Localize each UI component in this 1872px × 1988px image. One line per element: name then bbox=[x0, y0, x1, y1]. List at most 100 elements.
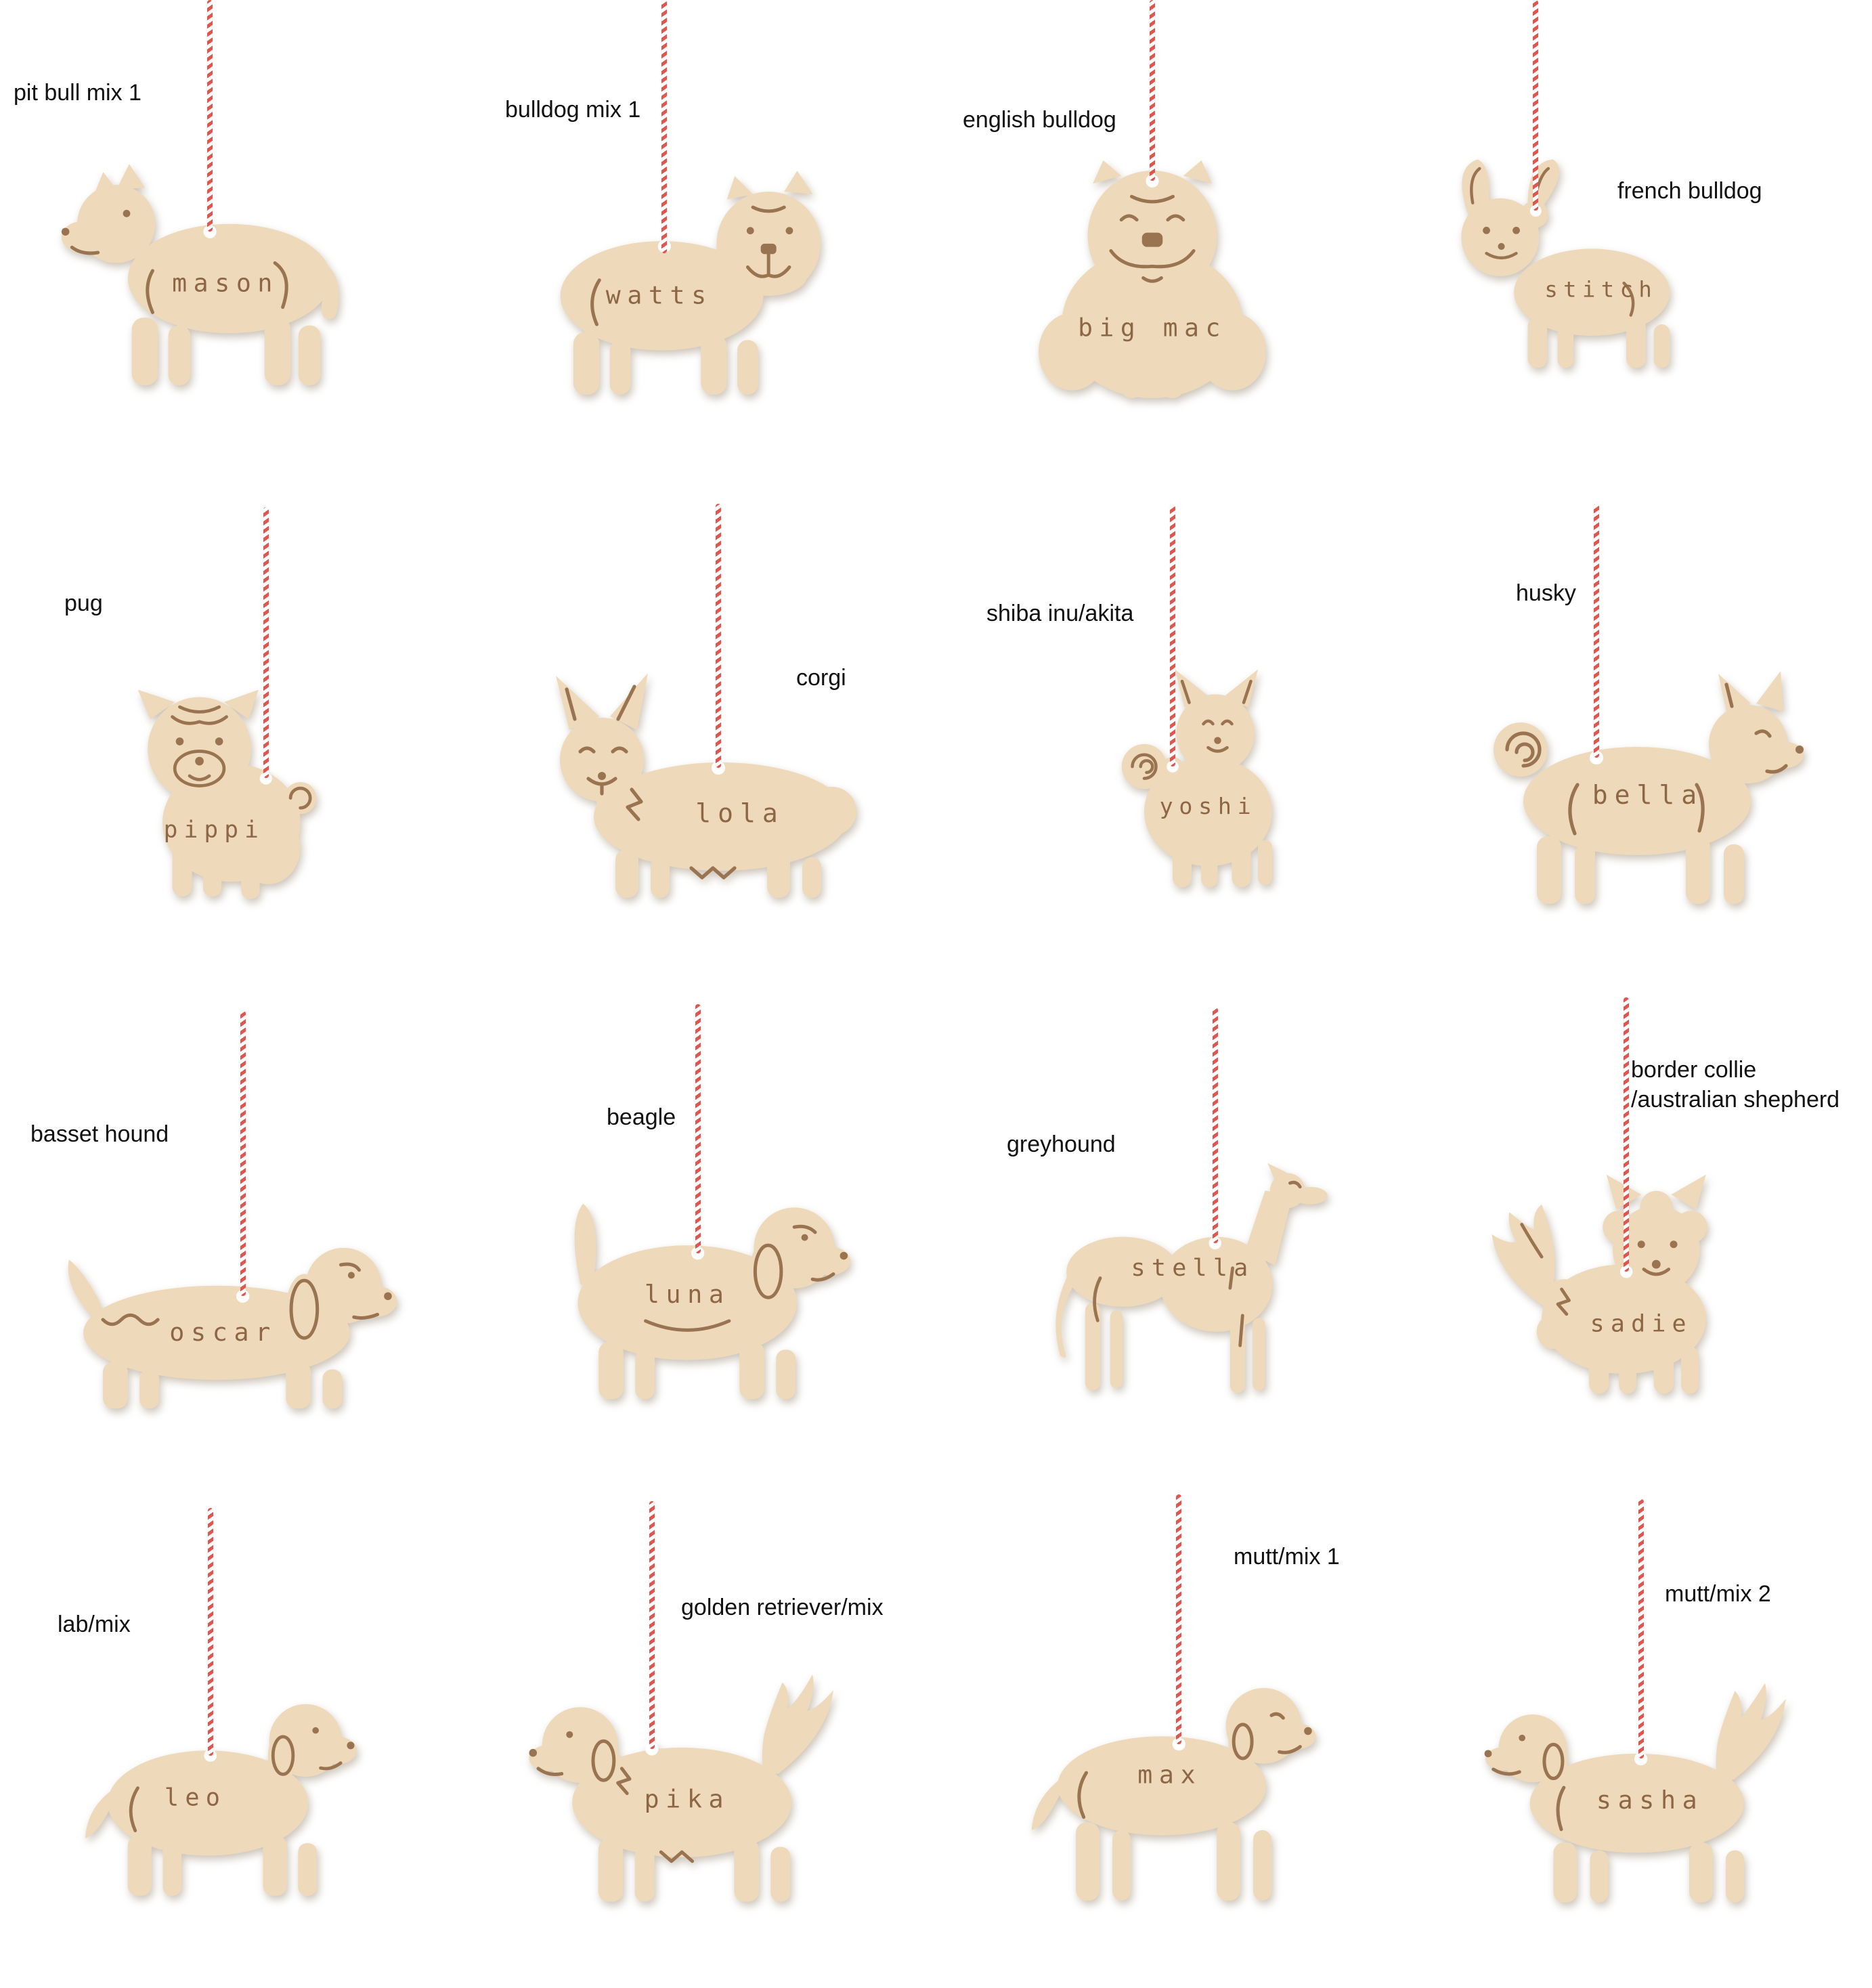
breed-label: greyhound bbox=[1007, 1131, 1116, 1157]
engraving-lines bbox=[1077, 1712, 1312, 1819]
engraved-dog-name: big mac bbox=[1078, 313, 1227, 342]
engraving-lines bbox=[1484, 1734, 1566, 1832]
ornament-basset-hound: basset hound oscar bbox=[0, 994, 468, 1491]
wood-cutout bbox=[556, 673, 856, 898]
english-bulldog-dog-icon: big mac bbox=[1039, 160, 1266, 399]
wood-cutout bbox=[1031, 1687, 1316, 1901]
husky-dog-icon: bella bbox=[1494, 671, 1804, 904]
twine-string bbox=[208, 1508, 213, 1756]
ornament-greyhound: greyhound stella bbox=[936, 994, 1403, 1491]
engraved-dog-name: luna bbox=[645, 1280, 731, 1309]
shiba-inu-dog-icon: yoshi bbox=[1121, 669, 1272, 888]
twine-string bbox=[716, 504, 721, 768]
wood-cutout bbox=[1494, 671, 1804, 904]
engraved-dog-name: leo bbox=[165, 1784, 226, 1812]
breed-label: golden retriever/mix bbox=[681, 1595, 884, 1620]
engraved-dog-name: stella bbox=[1131, 1254, 1255, 1282]
engraving-lines bbox=[644, 1224, 848, 1332]
breed-label: shiba inu/akita bbox=[986, 601, 1134, 626]
twine-string bbox=[1624, 997, 1629, 1272]
engraving-lines bbox=[1131, 679, 1253, 780]
mutt-dog-icon: max bbox=[1031, 1687, 1316, 1901]
engraved-dog-name: pippi bbox=[164, 817, 265, 844]
engraved-dog-name: sasha bbox=[1596, 1786, 1703, 1815]
breed-label: french bulldog bbox=[1617, 178, 1762, 204]
engraving-lines bbox=[565, 685, 737, 880]
ornament-golden-retriever-mix: golden retriever/mix pika bbox=[468, 1491, 936, 1988]
engraving-lines bbox=[590, 205, 793, 326]
wood-cutout bbox=[61, 164, 339, 386]
ornament-pug: pug pippi bbox=[0, 497, 468, 994]
ornament-lab-mix: lab/mix leo bbox=[0, 1491, 468, 1988]
engraved-dog-name: max bbox=[1137, 1760, 1202, 1790]
twine-string bbox=[1213, 1008, 1218, 1243]
wood-cutout bbox=[68, 1247, 397, 1409]
twine-string bbox=[1150, 0, 1155, 181]
wood-cutout bbox=[1121, 669, 1272, 888]
twine-string bbox=[207, 0, 213, 232]
twine-string bbox=[1533, 0, 1538, 211]
breed-label: pit bull mix 1 bbox=[14, 80, 142, 106]
engraved-dog-name: lola bbox=[695, 798, 785, 828]
ornament-mutt-mix-1: mutt/mix 1 max bbox=[936, 1491, 1403, 1988]
bulldog-dog-icon: watts bbox=[560, 171, 821, 395]
greyhound-dog-icon: stella bbox=[1055, 1163, 1328, 1393]
breed-label: lab/mix bbox=[58, 1612, 131, 1637]
ornament-bulldog-mix-1: bulldog mix 1 watts bbox=[468, 0, 936, 497]
engraving-lines bbox=[529, 1731, 695, 1863]
engraving-lines bbox=[1093, 1180, 1302, 1347]
breed-label: mutt/mix 1 bbox=[1234, 1544, 1340, 1570]
ornament-shiba-inu-akita: shiba inu/akita yoshi bbox=[936, 497, 1403, 994]
engraved-dog-name: watts bbox=[606, 280, 713, 309]
breed-label: corgi bbox=[796, 665, 846, 691]
twine-string bbox=[1176, 1494, 1181, 1744]
twine-string bbox=[695, 1004, 701, 1253]
ornament-beagle: beagle luna bbox=[468, 994, 936, 1491]
engraving-lines bbox=[101, 1262, 392, 1340]
twine-string bbox=[649, 1501, 655, 1749]
ornament-pit-bull-mix-1: pit bull mix 1 mason bbox=[0, 0, 468, 497]
breed-label: mutt/mix 2 bbox=[1665, 1581, 1771, 1607]
ornament-french-bulldog: french bulldog stitch bbox=[1404, 0, 1872, 497]
engraved-dog-name: oscar bbox=[169, 1318, 277, 1347]
ornament-english-bulldog: english bulldog big mac bbox=[936, 0, 1403, 497]
corgi-dog-icon: lola bbox=[556, 673, 856, 898]
twine-string bbox=[240, 1011, 246, 1296]
breed-label: border collie /australian shepherd bbox=[1631, 1057, 1840, 1113]
breed-label: beagle bbox=[607, 1104, 676, 1130]
twine-string bbox=[661, 0, 667, 253]
golden-retriever-dog-icon: pika bbox=[529, 1674, 833, 1902]
wood-cutout bbox=[1492, 1174, 1707, 1394]
wood-cutout bbox=[1039, 160, 1266, 399]
breed-label: basset hound bbox=[30, 1121, 169, 1147]
engraving-lines bbox=[61, 209, 288, 314]
engraved-dog-name: stitch bbox=[1544, 276, 1657, 302]
engraving-lines bbox=[171, 705, 312, 810]
engraved-dog-name: pika bbox=[644, 1785, 730, 1814]
twine-string bbox=[1594, 504, 1599, 758]
ornament-corgi: corgi lola bbox=[468, 497, 936, 994]
wood-cutout bbox=[574, 1203, 850, 1400]
engraving-lines bbox=[129, 1727, 355, 1833]
twine-string bbox=[263, 507, 269, 778]
breed-label: bulldog mix 1 bbox=[505, 97, 641, 123]
breed-label: pug bbox=[64, 590, 103, 616]
engraving-lines bbox=[1520, 1222, 1678, 1316]
engraved-dog-name: sadie bbox=[1590, 1310, 1693, 1337]
basset-hound-dog-icon: oscar bbox=[68, 1247, 397, 1409]
beagle-dog-icon: luna bbox=[574, 1203, 850, 1400]
ornament-husky: husky bella bbox=[1404, 497, 1872, 994]
engraved-dog-name: bella bbox=[1592, 780, 1703, 810]
mutt-fluffy-tail-dog-icon: sasha bbox=[1484, 1683, 1786, 1903]
engraving-lines bbox=[1109, 194, 1196, 283]
twine-string bbox=[1170, 505, 1175, 766]
engraved-dog-name: yoshi bbox=[1160, 793, 1257, 819]
engraved-dog-name: mason bbox=[172, 269, 279, 298]
breed-label: husky bbox=[1516, 580, 1576, 606]
twine-string bbox=[1638, 1499, 1644, 1758]
pit-bull-dog-icon: mason bbox=[61, 164, 339, 386]
lab-dog-icon: leo bbox=[85, 1704, 357, 1896]
border-collie-dog-icon: sadie bbox=[1492, 1174, 1707, 1394]
ornament-border-collie-australian-shepherd: border collie /australian shepherd bbox=[1404, 994, 1872, 1491]
ornament-mutt-mix-2: mutt/mix 2 sasha bbox=[1404, 1491, 1872, 1988]
